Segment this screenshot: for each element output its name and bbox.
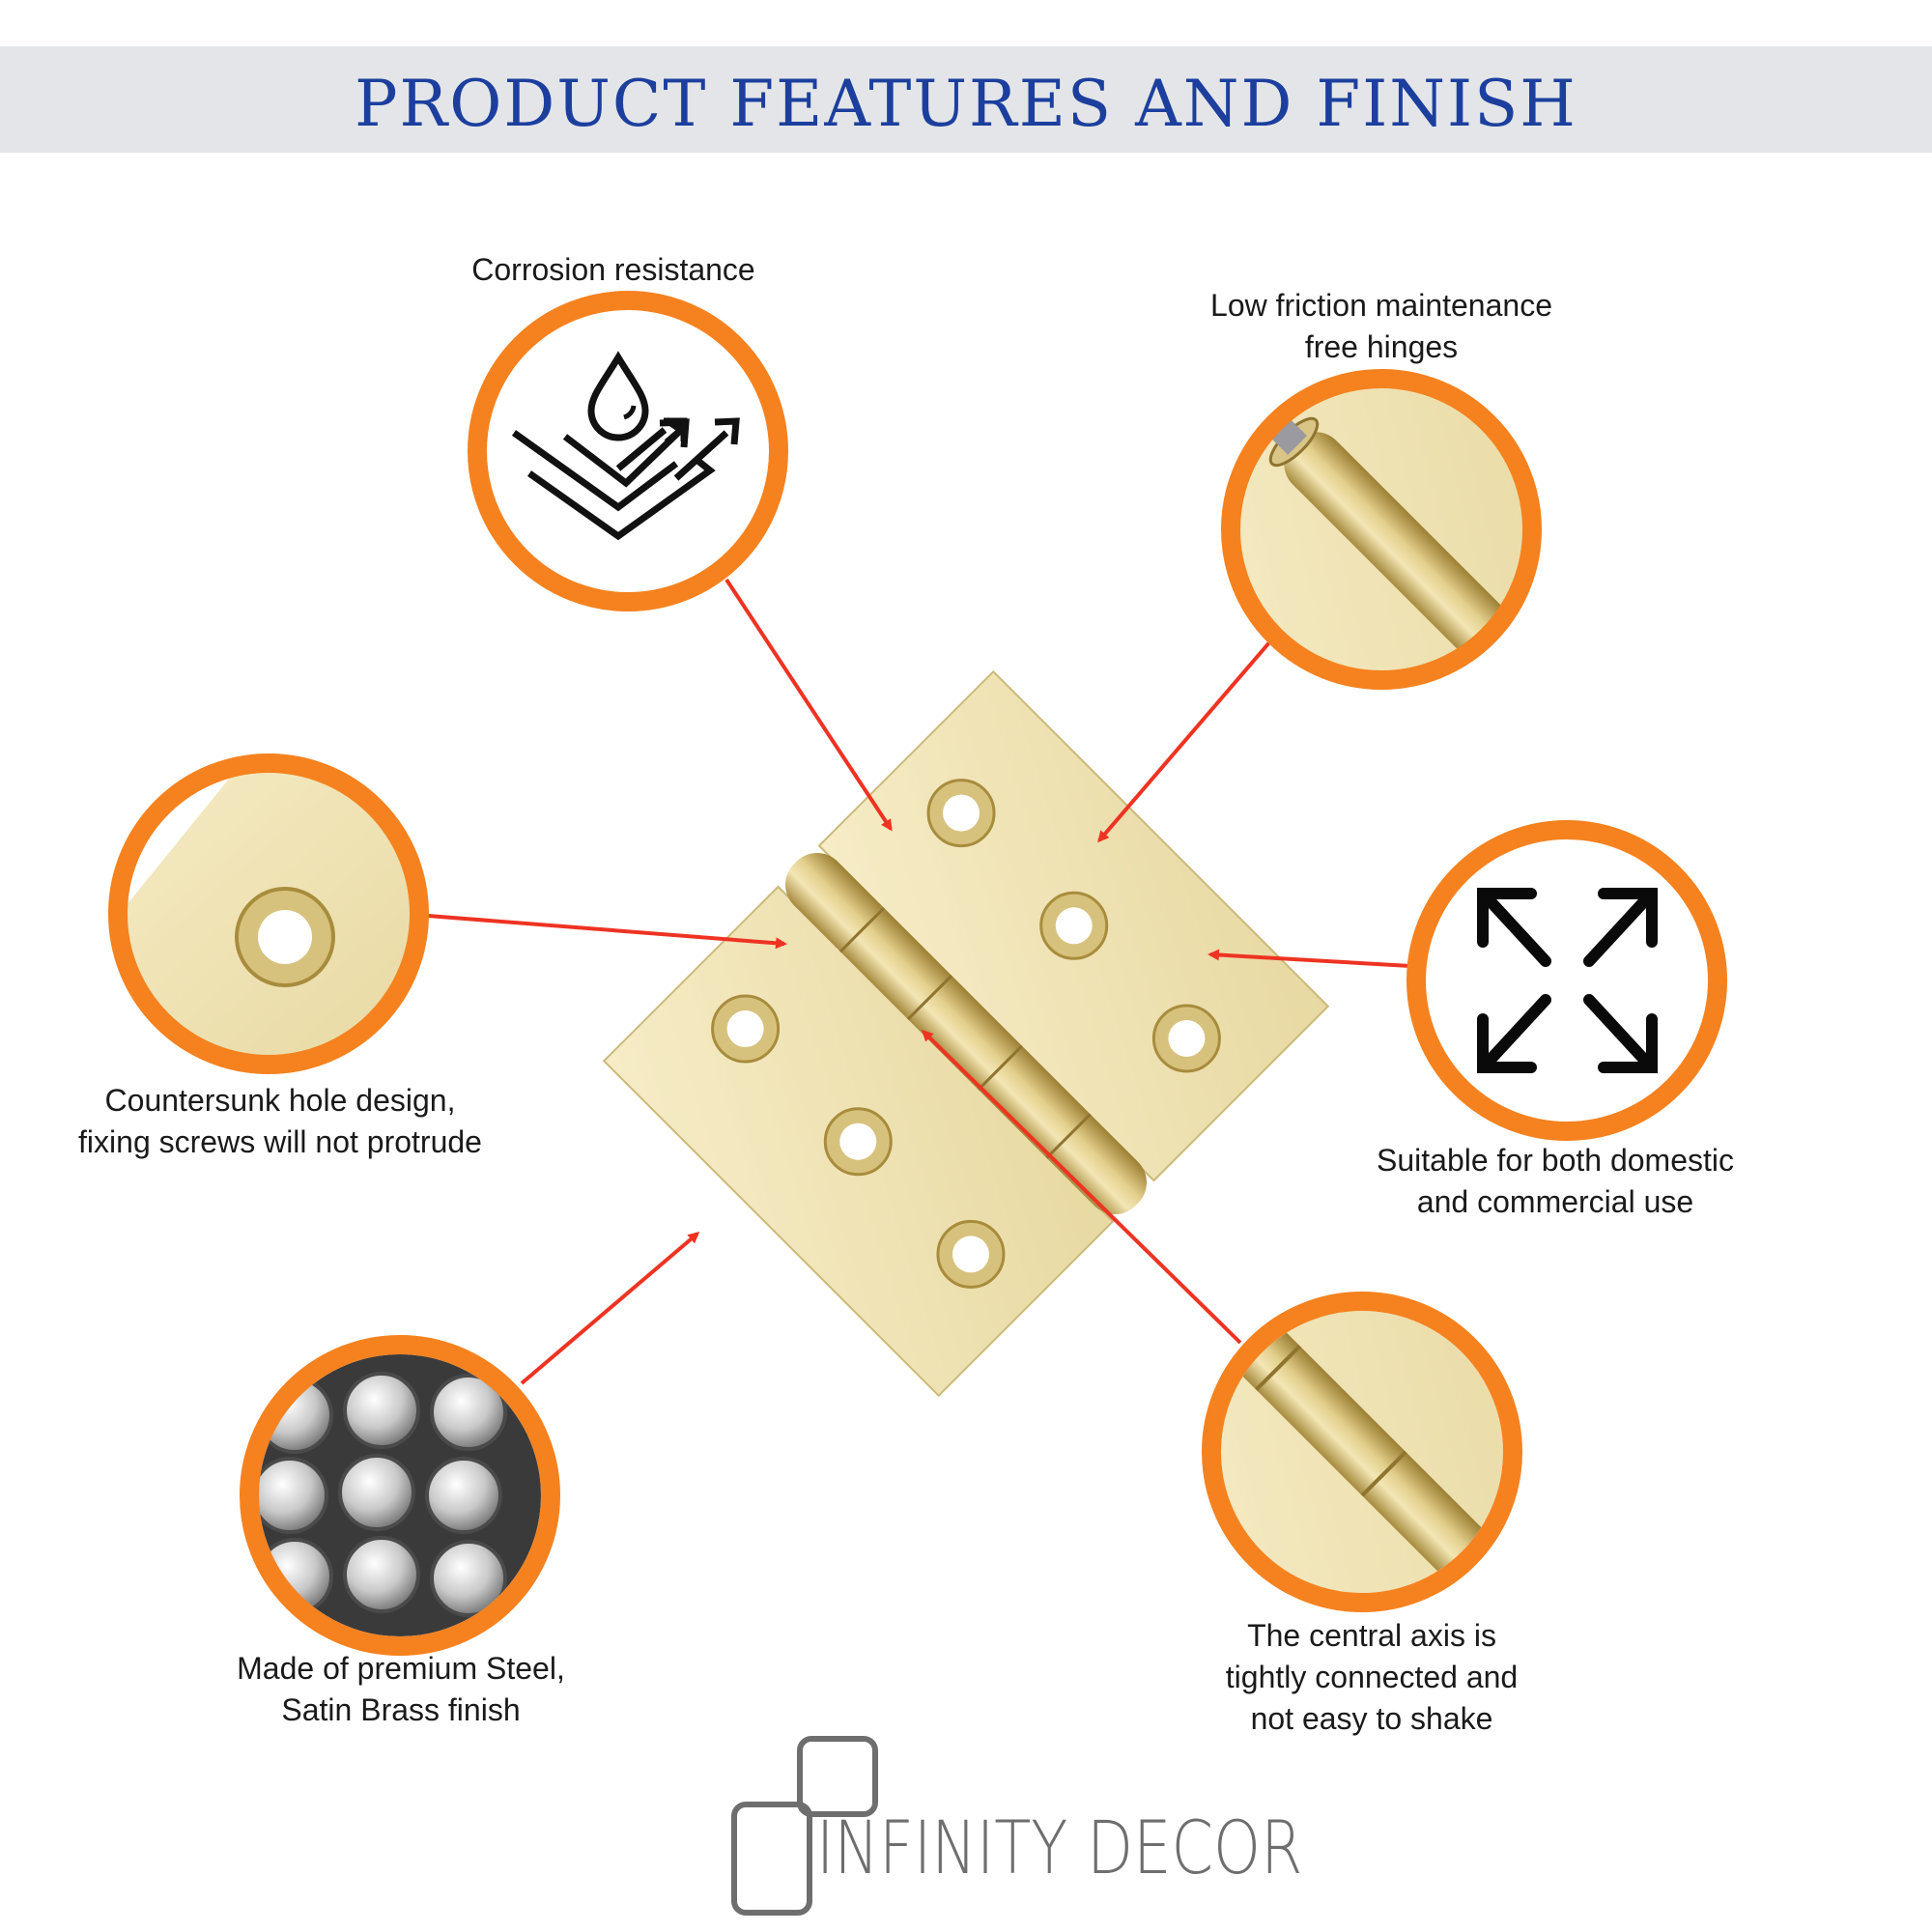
water-resistance-icon [511,351,740,541]
arrow-low-friction [1097,639,1272,843]
header-banner [0,46,1932,153]
brand-logo-icon [731,1736,878,1916]
arrow-suitable [1208,949,1411,968]
countersunk-hole [936,1219,1006,1289]
arrow-countersunk [427,914,787,950]
callout-arrows [427,578,1411,1385]
caption-axis: The central axis is tightly connected an… [1225,1618,1519,1736]
caption-suitable: Suitable for both domestic and commercia… [1377,1143,1734,1219]
countersunk-hole [1039,891,1109,960]
feature-circle-steel [240,1335,560,1656]
feature-circle-suitable [1406,820,1727,1141]
hinge-product [602,669,1330,1398]
countersunk-hole [926,779,996,848]
page-title: PRODUCT FEATURES AND FINISH [355,67,1577,141]
brand-name: INFINITY DECOR [816,1804,1303,1890]
countersunk-hole [823,1107,893,1177]
caption-low-friction: Low friction maintenance free hinges [1210,288,1552,364]
arrow-corrosion [724,578,893,832]
countersunk-hole [1151,1004,1221,1073]
hinge-knuckle [785,853,1147,1214]
arrow-axis [921,1029,1242,1345]
caption-steel: Made of premium Steel, Satin Brass finis… [237,1651,565,1727]
caption-countersunk: Countersunk hole design, fixing screws w… [78,1083,482,1159]
caption-corrosion: Corrosion resistance [471,252,755,287]
feature-circle-countersunk [108,753,429,1074]
steel-rods-icon [259,1372,507,1617]
arrow-steel [520,1232,700,1385]
countersunk-hole [711,994,781,1064]
expand-arrows-icon [1477,888,1658,1073]
feature-circle-corrosion [468,291,788,611]
